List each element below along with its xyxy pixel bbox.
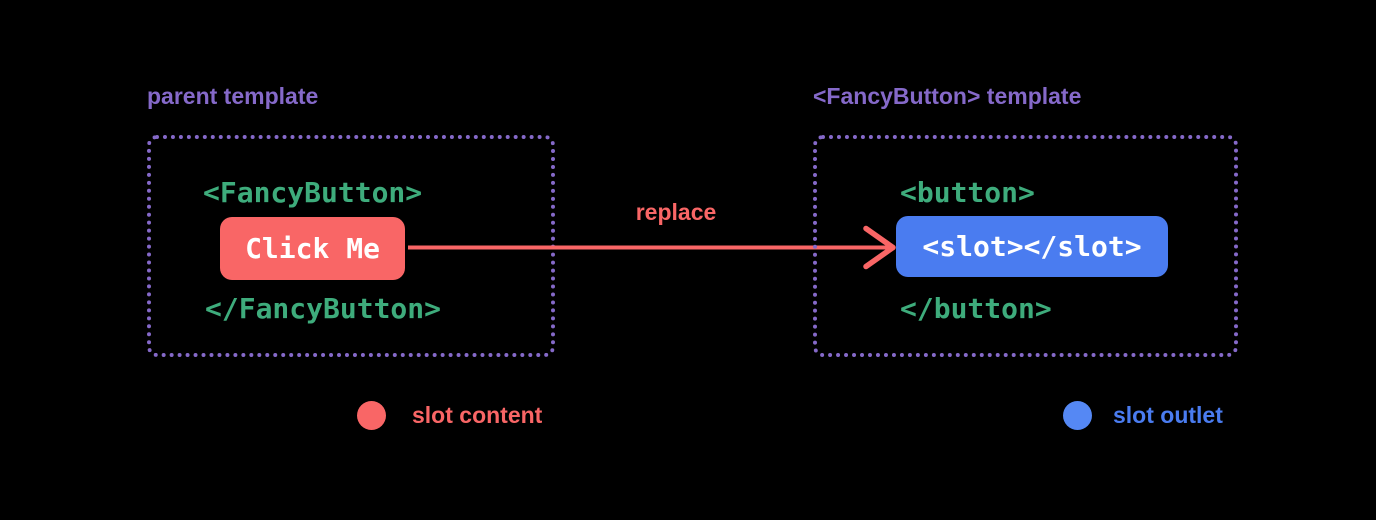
fancybutton-template-box: <button> <slot></slot> </button>	[813, 135, 1238, 357]
fancybutton-close-tag: </FancyButton>	[205, 292, 442, 325]
replace-label: replace	[635, 199, 717, 225]
click-me-button: Click Me	[220, 217, 405, 280]
legend-slot-content: slot content	[357, 400, 542, 430]
slot-outlet-dot-icon	[1063, 400, 1092, 430]
fancybutton-template-title: <FancyButton> template	[813, 83, 1082, 109]
button-open-tag: <button>	[900, 176, 1035, 209]
parent-template-box: <FancyButton> Click Me </FancyButton>	[147, 135, 555, 357]
legend-slot-outlet: slot outlet	[1063, 400, 1223, 430]
slot-outlet-chip: <slot></slot>	[896, 216, 1168, 277]
parent-template-title: parent template	[147, 83, 319, 109]
slot-content-dot-icon	[357, 400, 386, 430]
fancybutton-open-tag: <FancyButton>	[203, 176, 423, 209]
slot-content-label: slot content	[412, 401, 543, 428]
slot-outlet-label: slot outlet	[1113, 401, 1223, 428]
button-close-tag: </button>	[900, 292, 1052, 325]
